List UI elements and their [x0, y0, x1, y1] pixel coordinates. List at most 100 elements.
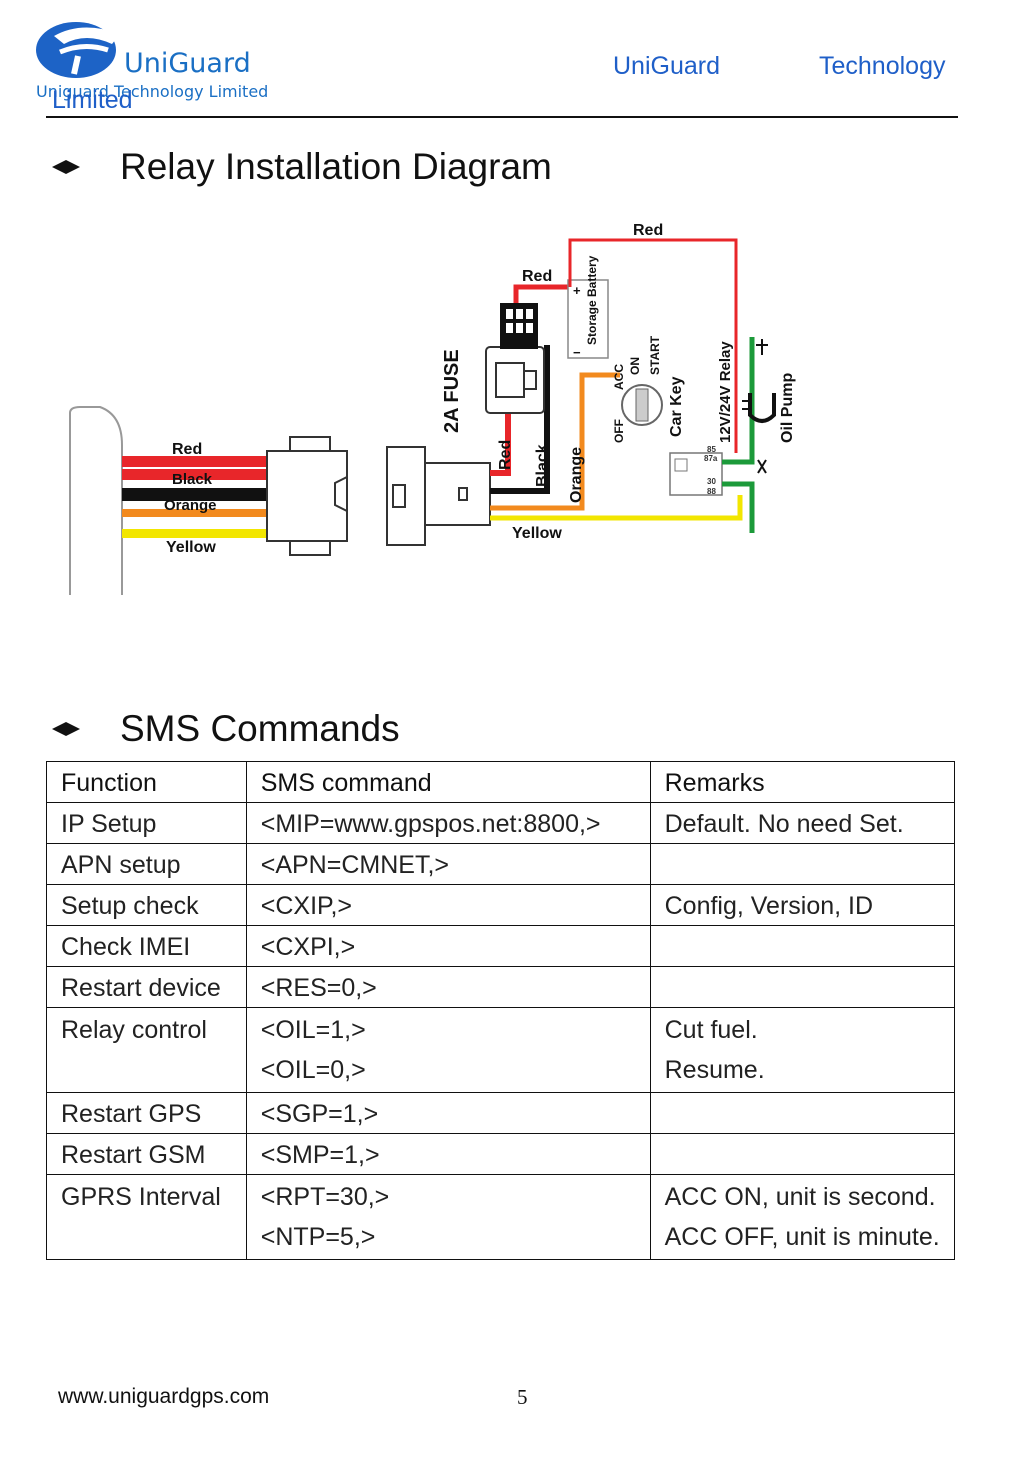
- header-company-uniguard: UniGuard: [613, 52, 720, 80]
- table-row: Restart GSM <SMP=1,>: [46, 1133, 956, 1175]
- cell-function: APN setup: [46, 843, 247, 885]
- pin-85: 85: [707, 445, 716, 454]
- wire-red-relay: [568, 238, 738, 453]
- harness-label-yellow: Yellow: [166, 539, 216, 556]
- wire-green-1: [722, 337, 755, 465]
- cell-command: <RES=0,>: [245, 966, 651, 1008]
- header-function: Function: [46, 761, 247, 803]
- cell-command: <RPT=30,> <NTP=5,>: [245, 1174, 651, 1260]
- table-header-row: Function SMS command Remarks: [46, 761, 956, 803]
- logo-mark-icon: [36, 22, 120, 78]
- label-red-battery: Red: [522, 268, 552, 285]
- cell-remarks-line-1: ACC ON, unit is second.: [664, 1183, 936, 1211]
- harness-wire-yellow: [122, 529, 267, 538]
- cell-remarks: ACC ON, unit is second. ACC OFF, unit is …: [649, 1174, 956, 1260]
- table-row: IP Setup <MIP=www.gpspos.net:8800,> Defa…: [46, 802, 956, 844]
- header-divider: [46, 116, 958, 118]
- wire-red-battery: [513, 284, 570, 303]
- wire-orange: [490, 372, 620, 511]
- cell-function: Setup check: [46, 884, 247, 926]
- harness-wire-black: [122, 488, 267, 501]
- pin-30: 30: [707, 477, 716, 486]
- cell-function: Check IMEI: [46, 925, 247, 967]
- relay-installation-diagram: Red Black Orange Yellow Red Black Orange…: [69, 222, 796, 595]
- wire-green-2: [722, 481, 755, 533]
- harness-wire-red: [122, 456, 267, 467]
- cell-remarks: [649, 925, 956, 967]
- key-acc: ACC: [612, 364, 626, 390]
- cell-command: <SGP=1,>: [245, 1092, 651, 1134]
- logo-subtitle: Uniguard Technology Limited: [36, 82, 269, 101]
- header-company-limited: Limited: [52, 86, 133, 114]
- sms-commands-table: Function SMS command Remarks IP Setup <M…: [46, 761, 956, 1260]
- key-start: START: [648, 335, 662, 375]
- cell-function-text: GPRS Interval: [61, 1183, 221, 1211]
- cell-command-line-2: <OIL=0,>: [260, 1056, 366, 1084]
- wire-red: [490, 410, 511, 476]
- harness-label-black: Black: [172, 471, 213, 488]
- wire-label-red: Red: [497, 440, 514, 470]
- pin-87a: 87a: [704, 454, 718, 463]
- fuse-label: 2A FUSE: [441, 349, 463, 433]
- harness-wire-orange: [122, 509, 267, 517]
- table-row: APN setup <APN=CMNET,>: [46, 843, 956, 885]
- section-sms-title: SMS Commands: [120, 708, 400, 749]
- cell-remarks-line-1: Cut fuel.: [664, 1016, 758, 1044]
- cell-remarks: [649, 1092, 956, 1134]
- key-on: ON: [628, 357, 642, 375]
- label-red-top: Red: [633, 222, 663, 239]
- cell-function: Restart GPS: [46, 1092, 247, 1134]
- footer-website: www.uniguardgps.com: [58, 1385, 270, 1408]
- cell-function: GPRS Interval: [46, 1174, 247, 1260]
- wire-yellow: [490, 495, 743, 521]
- table-row: Relay control <OIL=1,> <OIL=0,> Cut fuel.…: [46, 1007, 956, 1093]
- header-company-technology: Technology: [819, 52, 946, 80]
- cell-function: Relay control: [46, 1007, 247, 1093]
- cell-remarks-line-2: Resume.: [664, 1056, 765, 1084]
- oil-pump-icon: [748, 393, 776, 423]
- car-key-label: Car Key: [668, 376, 685, 437]
- cell-remarks: Default. No need Set.: [649, 802, 956, 844]
- cell-command: <CXIP,>: [245, 884, 651, 926]
- wire-label-orange: Orange: [568, 447, 585, 503]
- harness-label-orange: Orange: [164, 497, 217, 514]
- cell-remarks: [649, 1133, 956, 1175]
- battery-minus: −: [573, 345, 581, 360]
- oil-pump-label: Oil Pump: [779, 373, 796, 443]
- cell-command-line-1: <RPT=30,>: [260, 1183, 390, 1211]
- cell-remarks: [649, 843, 956, 885]
- cell-command: <SMP=1,>: [245, 1133, 651, 1175]
- cell-command: <CXPI,>: [245, 925, 651, 967]
- table-row: Restart device <RES=0,>: [46, 966, 956, 1008]
- company-logo: UniGuard Uniguard Technology Limited: [34, 18, 274, 114]
- cell-command: <OIL=1,> <OIL=0,>: [245, 1007, 651, 1093]
- table-row: GPRS Interval <RPT=30,> <NTP=5,> ACC ON, …: [46, 1174, 956, 1260]
- diamond-bullet-icon: [52, 722, 80, 736]
- cell-remarks: Cut fuel. Resume.: [649, 1007, 956, 1093]
- section-relay-title: Relay Installation Diagram: [120, 146, 552, 187]
- table-row: Restart GPS <SGP=1,>: [46, 1092, 956, 1134]
- battery-label: Storage Battery: [585, 255, 599, 345]
- cell-function-text: Relay control: [61, 1016, 207, 1044]
- cell-command-line-1: <OIL=1,>: [260, 1016, 366, 1044]
- ground-icon: [756, 339, 768, 355]
- header-remarks: Remarks: [649, 761, 956, 803]
- cell-function: Restart device: [46, 966, 247, 1008]
- gps-device-outline: [69, 406, 123, 595]
- key-off: OFF: [612, 419, 626, 443]
- storage-battery: [567, 279, 609, 359]
- pin-88: 88: [707, 487, 716, 496]
- cell-command-line-2: <NTP=5,>: [260, 1223, 376, 1251]
- cell-remarks-line-2: ACC OFF, unit is minute.: [664, 1223, 940, 1251]
- table-row: Check IMEI <CXPI,>: [46, 925, 956, 967]
- cell-function: IP Setup: [46, 802, 247, 844]
- diamond-bullet-icon: [52, 160, 80, 174]
- header-sms-command: SMS command: [245, 761, 651, 803]
- cell-command: <MIP=www.gpspos.net:8800,>: [245, 802, 651, 844]
- table-row: Setup check <CXIP,> Config, Version, ID: [46, 884, 956, 926]
- wire-black: [490, 345, 550, 494]
- page-number: 5: [517, 1385, 528, 1409]
- cell-remarks: Config, Version, ID: [649, 884, 956, 926]
- wire-label-black: Black: [534, 444, 551, 487]
- relay-label: 12V/24V Relay: [717, 341, 734, 443]
